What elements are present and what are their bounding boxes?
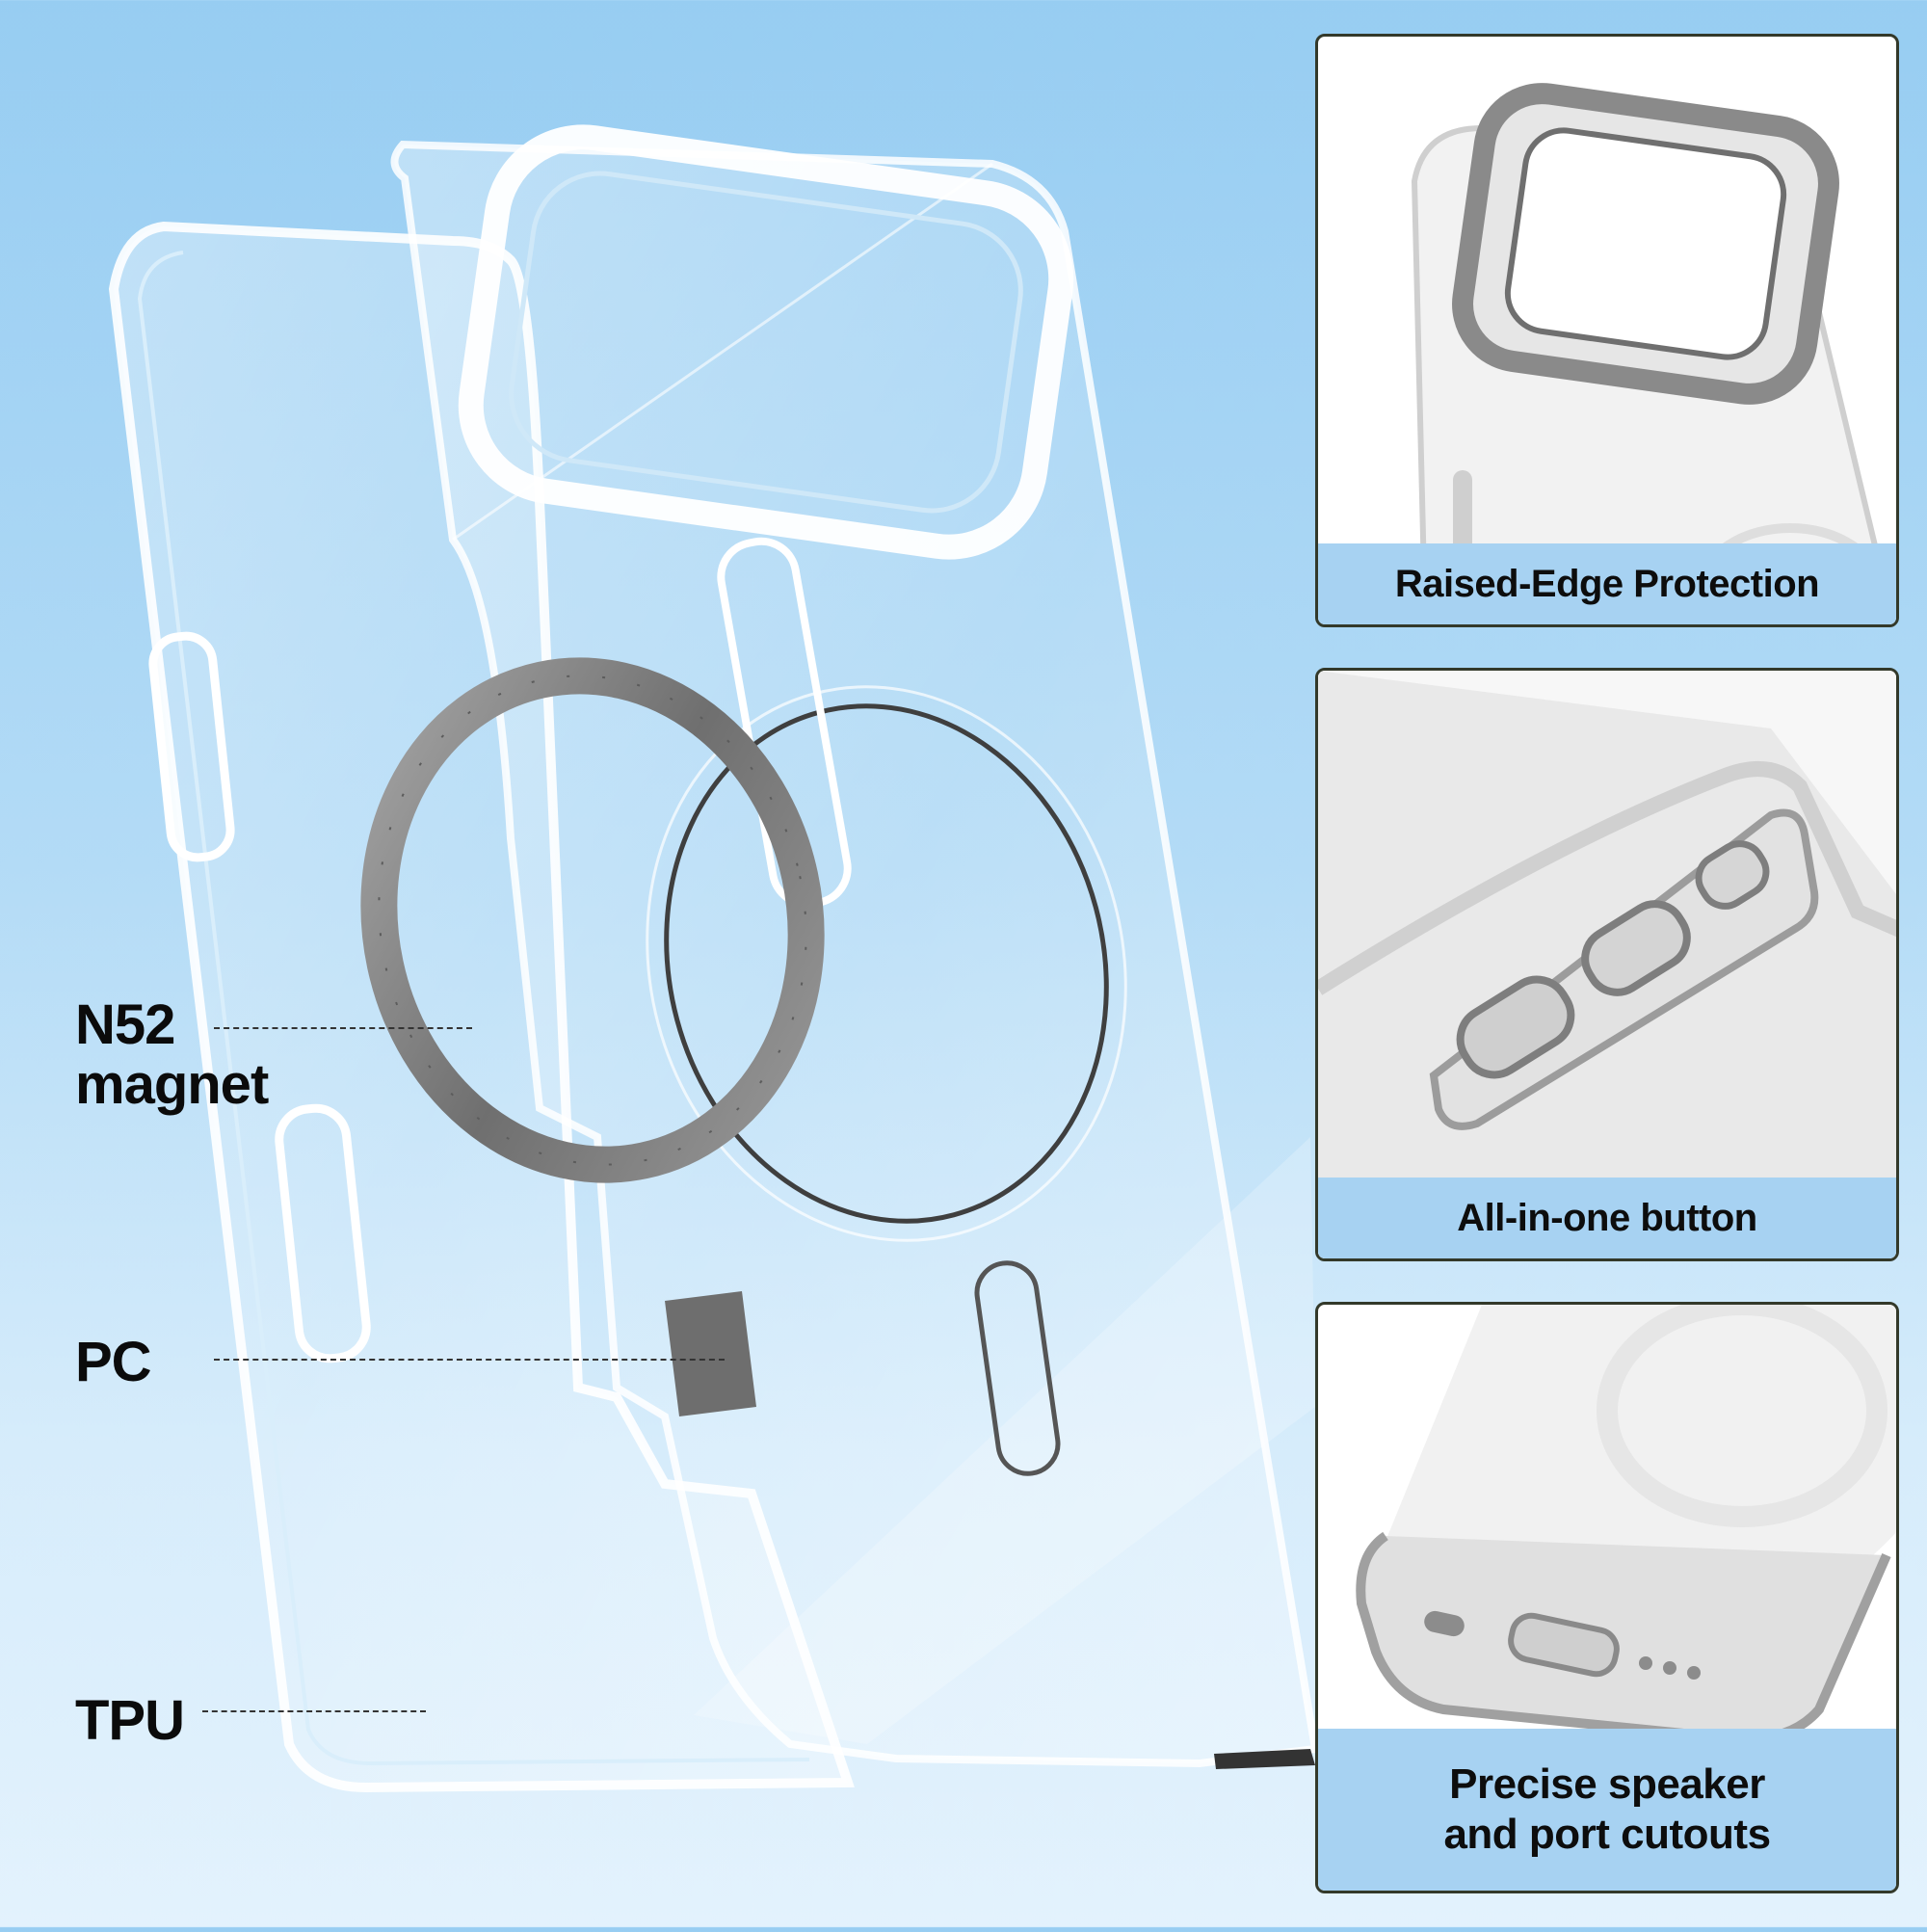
feature-panel-cutouts: Precise speaker and port cutouts: [1315, 1302, 1899, 1893]
cutouts-caption: Precise speaker and port cutouts: [1318, 1729, 1896, 1891]
feature-panel-button: All-in-one button: [1315, 668, 1899, 1261]
button-closeup-image: [1318, 671, 1896, 1258]
cutouts-caption-line2: and port cutouts: [1443, 1811, 1771, 1858]
raised-edge-caption: Raised-Edge Protection: [1318, 543, 1896, 624]
exploded-case-illustration: N52 magnet PC TPU: [75, 145, 1315, 1787]
tpu-leader-line: [202, 1710, 426, 1712]
cutouts-caption-line1: Precise speaker: [1449, 1760, 1765, 1808]
tpu-label: TPU: [75, 1689, 185, 1752]
n52-magnet-label-line1: N52: [75, 993, 175, 1056]
raised-edge-closeup-image: [1411, 83, 1896, 624]
feature-panel-raised-edge: Raised-Edge Protection: [1315, 34, 1899, 627]
n52-magnet-label-line2: magnet: [75, 1053, 269, 1116]
n52-magnet-ring: [360, 657, 825, 1183]
n52-magnet-leader-line: [214, 1027, 472, 1029]
case-layers-drawing: [114, 145, 1315, 1787]
pc-leader-line: [214, 1359, 725, 1361]
pc-label: PC: [75, 1331, 152, 1393]
button-caption: All-in-one button: [1318, 1178, 1896, 1258]
n52-magnet-label: N52 magnet: [75, 993, 269, 1116]
